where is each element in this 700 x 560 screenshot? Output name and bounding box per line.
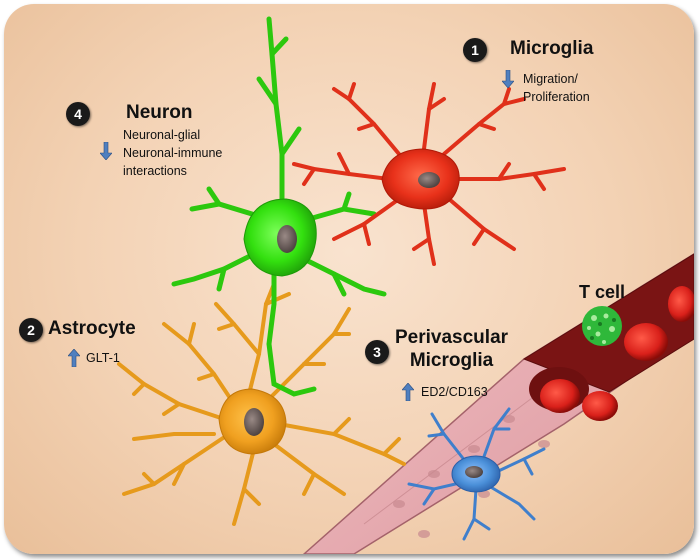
number-badge-1: 1 — [463, 38, 487, 62]
microglia-cell — [292, 82, 566, 266]
down-arrow-icon — [100, 142, 112, 160]
astrocyte-title: Astrocyte — [48, 318, 136, 339]
neuron-notes: Neuronal-glial Neuronal-immune interacti… — [123, 126, 222, 180]
down-arrow-icon — [502, 70, 514, 88]
up-arrow-icon — [402, 383, 414, 401]
astrocyte-cell — [117, 282, 406, 526]
perivascular-note-line: ED2/CD163 — [421, 385, 488, 399]
up-arrow-icon — [68, 349, 80, 367]
neuron-note-line: Neuronal-immune — [123, 146, 223, 160]
illustration — [117, 16, 694, 554]
microglia-note-line: Proliferation — [523, 90, 590, 104]
number-badge-3: 3 — [365, 340, 389, 364]
neuron-cell — [171, 16, 387, 397]
microglia-title: Microglia — [510, 38, 594, 59]
neuron-note-line: interactions — [123, 164, 187, 178]
number-badge-2: 2 — [19, 318, 43, 342]
perivascular-microglia-cell — [407, 407, 546, 541]
diagram-panel: 1 Microglia Migration/ Proliferation 4 N… — [4, 4, 694, 554]
red-blood-cells — [540, 286, 694, 421]
number-badge-4: 4 — [66, 102, 90, 126]
microglia-notes: Migration/ Proliferation — [523, 70, 590, 106]
astrocyte-note-line: GLT-1 — [86, 351, 120, 365]
neuron-note-line: Neuronal-glial — [123, 128, 201, 142]
blood-vessel — [302, 253, 694, 554]
perivascular-title: Perivascular Microglia — [395, 326, 508, 372]
t-cell — [582, 306, 622, 346]
perivascular-title-line: Perivascular — [395, 327, 509, 348]
astrocyte-notes: GLT-1 — [86, 349, 120, 367]
neuron-title: Neuron — [126, 102, 193, 123]
perivascular-notes: ED2/CD163 — [421, 383, 488, 401]
perivascular-title-line: Microglia — [409, 350, 494, 371]
t-cell-label: T cell — [579, 282, 626, 302]
microglia-note-line: Migration/ — [523, 72, 578, 86]
